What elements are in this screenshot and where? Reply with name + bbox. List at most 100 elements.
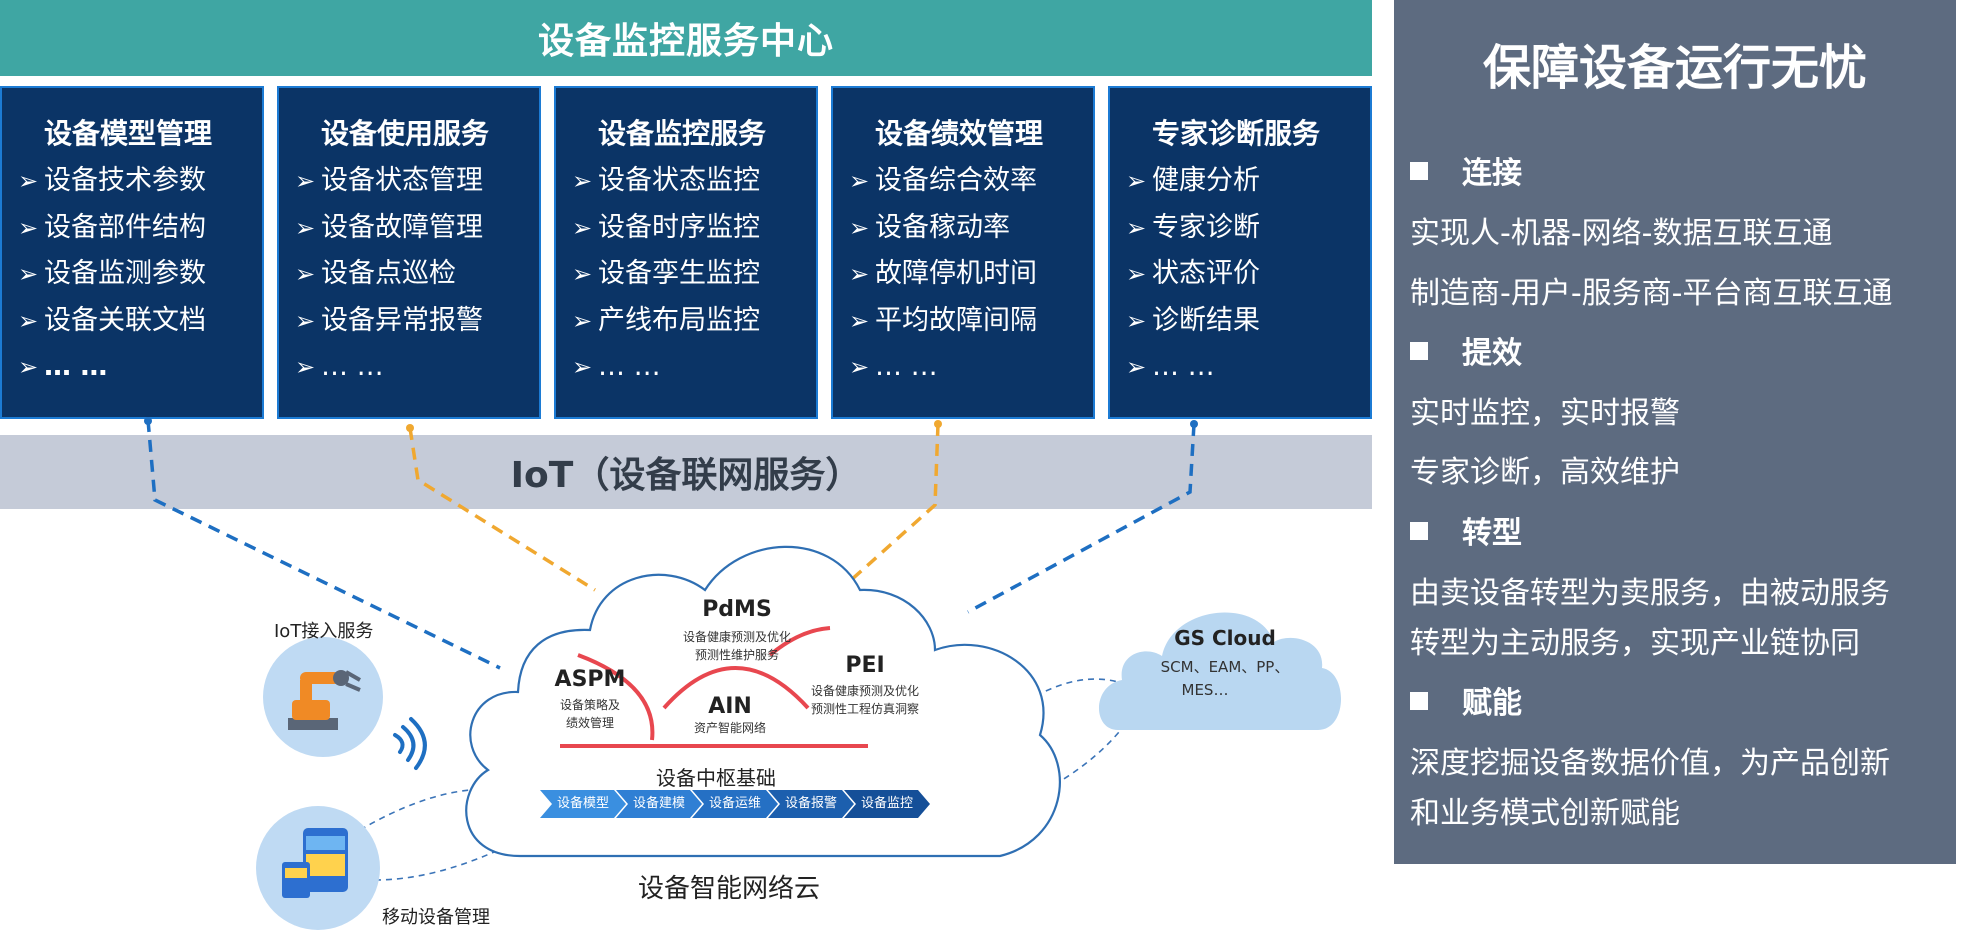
pei-module: PEI 设备健康预测及优化 预测性工程仿真洞察 xyxy=(800,653,930,718)
step-chevron: 设备建模 xyxy=(616,790,702,818)
iot-access-icon-bg xyxy=(263,637,383,757)
benefits-title: 保障设备运行无忧 xyxy=(1482,40,1867,96)
arrow-right-icon: ➢ xyxy=(849,306,870,335)
list-item: ➢状态评价 xyxy=(1126,251,1370,298)
iot-access-label: IoT接入服务 xyxy=(274,621,374,642)
aspm-title: ASPM xyxy=(554,667,626,692)
iot-bar-title: IoT（设备联网服务） xyxy=(510,455,862,496)
arrow-right-icon: ➢ xyxy=(849,213,870,242)
pdms-title: PdMS xyxy=(702,597,772,622)
ain-arc xyxy=(662,666,810,710)
step-chevron: 设备监控 xyxy=(844,790,930,818)
gs-cloud-title: GS Cloud xyxy=(1174,626,1276,650)
square-bullet-icon xyxy=(1410,342,1428,360)
list-item: ➢… … xyxy=(1126,344,1370,391)
gs-cloud-module: GS Cloud SCM、EAM、PP、 MES… xyxy=(1150,626,1300,699)
arrow-right-icon: ➢ xyxy=(1126,213,1147,242)
service-center-header: 设备监控服务中心 xyxy=(0,0,1372,76)
section-heading-empower: 赋能 xyxy=(1410,678,1522,722)
main-cloud xyxy=(465,545,1061,858)
list-item: ➢设备关联文档 xyxy=(18,298,262,345)
ain-title: AIN xyxy=(708,694,752,719)
section-heading-transform: 转型 xyxy=(1410,508,1522,552)
list-item: ➢设备部件结构 xyxy=(18,205,262,252)
section-text: 和业务模式创新赋能 xyxy=(1410,796,1680,831)
arrow-right-icon: ➢ xyxy=(572,306,593,335)
step-chevron: 设备报警 xyxy=(768,790,854,818)
arrow-right-icon: ➢ xyxy=(18,213,39,242)
arrow-right-icon: ➢ xyxy=(849,260,870,288)
aspm-desc-2: 绩效管理 xyxy=(565,716,614,730)
connector-dot xyxy=(1190,420,1198,428)
iot-bar: IoT（设备联网服务） xyxy=(0,435,1372,509)
section-text: 制造商-用户-服务商-平台商互联互通 xyxy=(1410,276,1893,311)
gs-cloud-desc-2: MES… xyxy=(1181,681,1229,699)
pdms-desc-2: 预测性维护服务 xyxy=(694,648,779,662)
pei-desc-1: 设备健康预测及优化 xyxy=(810,684,919,698)
arrow-right-icon: ➢ xyxy=(572,260,593,288)
connector-line xyxy=(408,427,596,592)
arrow-right-icon: ➢ xyxy=(572,353,593,381)
list-item: ➢设备状态管理 xyxy=(295,158,539,205)
list-item: ➢设备时序监控 xyxy=(572,205,816,252)
service-box-monitor: 设备监控服务 ➢设备状态监控 ➢设备时序监控 ➢设备孪生监控 ➢产线布局监控 ➢… xyxy=(554,86,818,419)
arrow-right-icon: ➢ xyxy=(18,260,39,288)
service-box-title: 设备监控服务 xyxy=(598,117,767,150)
pei-desc-2: 预测性工程仿真洞察 xyxy=(810,702,919,716)
service-box-title: 专家诊断服务 xyxy=(1152,117,1321,150)
robot-arm-icon xyxy=(288,670,361,730)
arrow-right-icon: ➢ xyxy=(295,260,316,288)
ain-module: AIN 资产智能网络 xyxy=(680,694,780,737)
cloud-label: 设备智能网络云 xyxy=(638,874,821,904)
network-diagram xyxy=(144,417,1342,930)
ain-desc: 资产智能网络 xyxy=(693,721,766,735)
connector-line xyxy=(967,423,1196,614)
arrow-right-icon: ➢ xyxy=(18,167,39,195)
service-box-expert: 专家诊断服务 ➢健康分析 ➢专家诊断 ➢状态评价 ➢诊断结果 ➢… … xyxy=(1108,86,1372,419)
gs-cloud-desc-1: SCM、EAM、PP、 xyxy=(1160,658,1290,676)
section-text: 转型为主动服务，实现产业链协同 xyxy=(1410,626,1860,661)
list-item: ➢设备孪生监控 xyxy=(572,251,816,298)
list-item: ➢设备技术参数 xyxy=(18,158,262,205)
list-item: ➢设备异常报警 xyxy=(295,298,539,345)
list-item: ➢专家诊断 xyxy=(1126,205,1370,252)
square-bullet-icon xyxy=(1410,692,1428,710)
arrow-right-icon: ➢ xyxy=(1126,260,1147,288)
wifi-icon xyxy=(393,717,427,770)
section-heading-efficiency: 提效 xyxy=(1410,328,1522,372)
service-box-title: 设备绩效管理 xyxy=(875,117,1044,150)
connector-dot xyxy=(934,420,942,428)
step-chevron: 设备运维 xyxy=(692,790,778,818)
list-item: ➢设备稼动率 xyxy=(849,205,1093,252)
arrow-right-icon: ➢ xyxy=(1126,306,1147,335)
section-text: 专家诊断，高效维护 xyxy=(1410,455,1680,490)
list-item: ➢产线布局监控 xyxy=(572,298,816,345)
service-box-title: 设备模型管理 xyxy=(44,117,213,150)
list-item: ➢设备故障管理 xyxy=(295,205,539,252)
arrow-right-icon: ➢ xyxy=(295,213,316,242)
list-item: ➢平均故障间隔 xyxy=(849,298,1093,345)
aspm-desc-1: 设备策略及 xyxy=(559,698,620,712)
arrow-right-icon: ➢ xyxy=(572,213,593,242)
service-box-performance: 设备绩效管理 ➢设备综合效率 ➢设备稼动率 ➢故障停机时间 ➢平均故障间隔 ➢…… xyxy=(831,86,1095,419)
link-line xyxy=(359,789,471,831)
arrow-right-icon: ➢ xyxy=(295,167,316,195)
list-item: ➢设备状态监控 xyxy=(572,158,816,205)
link-line xyxy=(1035,678,1119,697)
pdms-module: PdMS 设备健康预测及优化 预测性维护服务 xyxy=(652,597,822,664)
list-item: ➢故障停机时间 xyxy=(849,251,1093,298)
arrow-right-icon: ➢ xyxy=(572,167,593,195)
arrow-right-icon: ➢ xyxy=(849,353,870,381)
arrow-right-icon: ➢ xyxy=(295,353,316,381)
step-chevron: 设备模型 xyxy=(540,790,626,818)
list-item: ➢… … xyxy=(295,344,539,391)
arrow-right-icon: ➢ xyxy=(18,353,39,381)
aspm-arc xyxy=(577,653,655,741)
service-center-title: 设备监控服务中心 xyxy=(537,21,834,62)
arrow-right-icon: ➢ xyxy=(295,306,316,335)
connector-dot xyxy=(406,424,414,432)
list-item: ➢设备监测参数 xyxy=(18,251,262,298)
service-box-model: 设备模型管理 ➢设备技术参数 ➢设备部件结构 ➢设备监测参数 ➢设备关联文档 ➢… xyxy=(0,86,264,419)
connector-line xyxy=(838,423,940,592)
arrow-right-icon: ➢ xyxy=(1126,167,1147,195)
